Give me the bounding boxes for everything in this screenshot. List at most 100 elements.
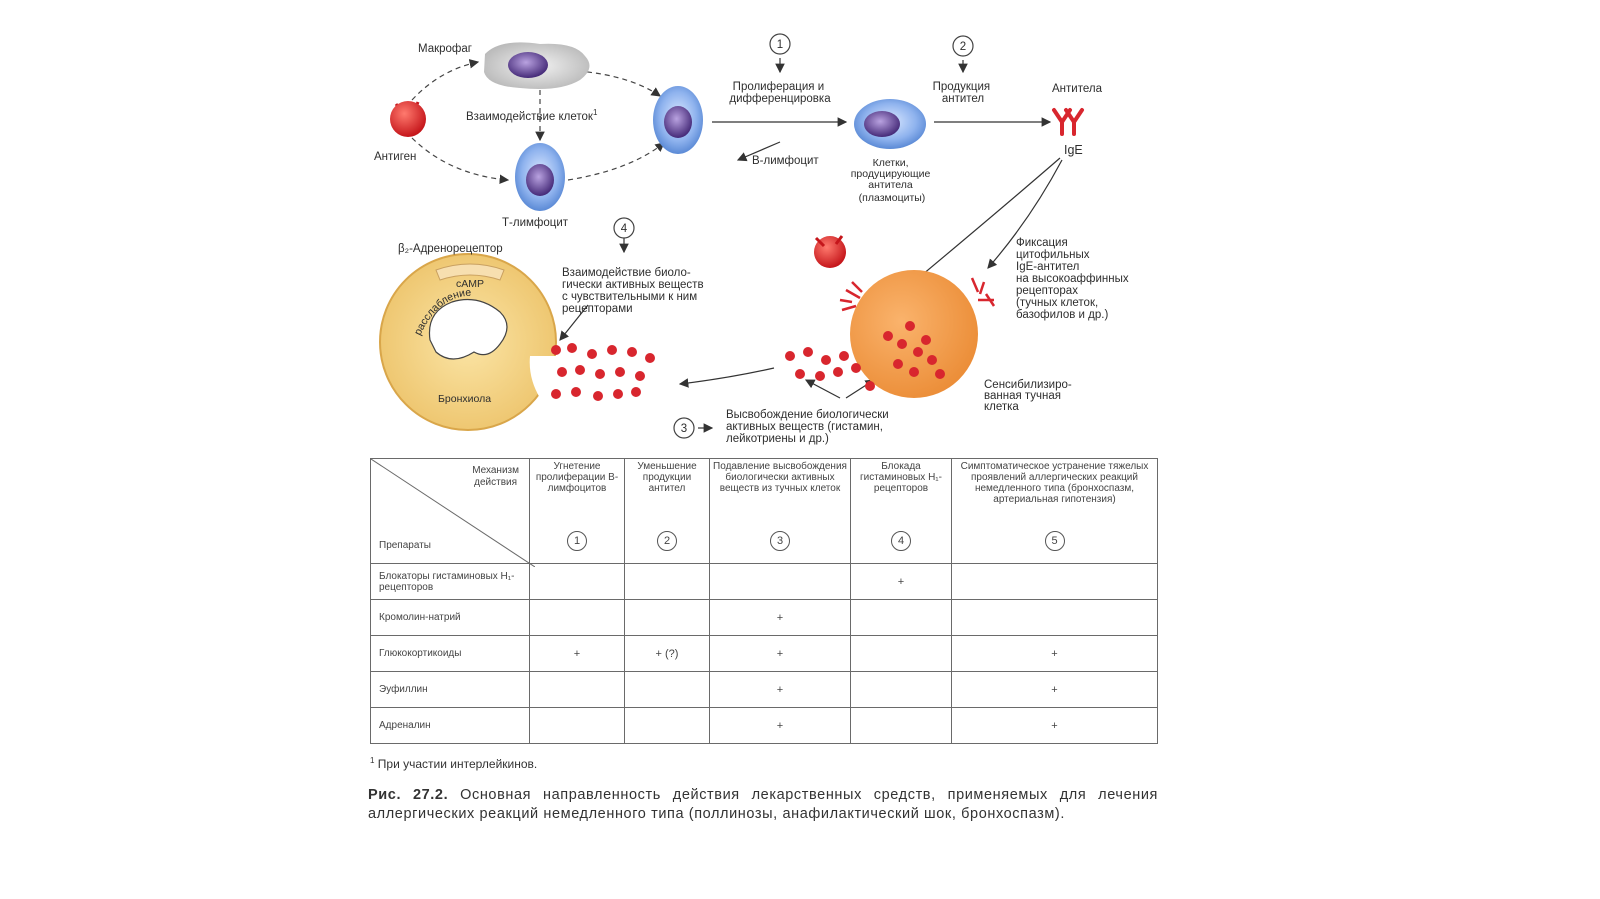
granule-dot: [815, 371, 825, 381]
mechanism-header-line: Механизм: [472, 465, 519, 476]
table-cell: +: [709, 707, 851, 744]
column-header-4: Блокада гистаминовых Н₁-рецепторов 4: [850, 458, 952, 564]
granule-dot: [551, 389, 561, 399]
granule-dot: [883, 331, 893, 341]
granule-dot: [785, 351, 795, 361]
granule-dot: [615, 367, 625, 377]
caption-label: Рис. 27.2.: [368, 787, 449, 803]
table-cell: [529, 707, 625, 744]
column-header-label: Симптоматическое устранение тяжелых проя…: [960, 461, 1149, 505]
ige-fixation-label: Фиксация цитофильных IgE-антител на высо…: [1016, 237, 1132, 321]
granule-dot: [595, 369, 605, 379]
table-cell: [624, 707, 710, 744]
bas-release-label: Высвобождение биологически активных веще…: [726, 409, 892, 445]
table-cell: +: [850, 563, 952, 600]
table-row: Эуфиллин + +: [370, 671, 1158, 708]
granule-dot: [839, 351, 849, 361]
granules: [551, 321, 945, 401]
drugs-header: Препараты: [379, 540, 431, 551]
plasma-cell: [854, 99, 926, 149]
step-marker-4: [613, 217, 635, 239]
bronchiole: [379, 253, 560, 431]
table-cell: [850, 707, 952, 744]
plasma-cells-label: Клетки, продуцирующие антитела (плазмоци…: [851, 157, 934, 204]
footnote: 1 При участии интерлейкинов.: [370, 756, 537, 771]
granule-dot: [803, 347, 813, 357]
granule-dot: [909, 367, 919, 377]
granule-dot: [921, 335, 931, 345]
table-cell: +: [951, 671, 1158, 708]
table-corner-cell: Механизм действия Препараты: [370, 458, 535, 567]
column-header-label: Блокада гистаминовых Н₁-рецепторов: [859, 461, 942, 494]
drug-name: Адреналин: [370, 707, 530, 744]
column-number-4: 4: [891, 531, 911, 551]
table-cell: [850, 635, 952, 672]
drug-name: Эуфиллин: [370, 671, 530, 708]
sensitized-mast-cell: [814, 235, 996, 398]
granule-dot: [607, 345, 617, 355]
column-header-label: Уменьшение продукции антител: [637, 461, 697, 494]
granule-dot: [593, 391, 603, 401]
column-number-2: 2: [657, 531, 677, 551]
table-cell: [951, 599, 1158, 636]
column-number-1: 1: [567, 531, 587, 551]
column-header-3: Подавление высвобождения биологически ак…: [709, 458, 851, 564]
beta-receptor-label: β₂-Адренорецептор: [398, 243, 503, 255]
column-header-1: Угнетение пролиферации В-лимфоцитов 1: [529, 458, 625, 564]
granule-dot: [851, 363, 861, 373]
table-row: Кромолин-натрий +: [370, 599, 1158, 636]
table-body: Блокаторы гистаминовых Н₁-рецепторов + К…: [370, 563, 1158, 744]
granule-dot: [795, 369, 805, 379]
macrophage: [484, 42, 590, 89]
column-header-label: Угнетение пролиферации В-лимфоцитов: [535, 461, 619, 494]
immune-diagram: 1 2 4 3 Макрофаг Антиген Взаимодействие …: [374, 33, 1132, 445]
figure-caption: Рис. 27.2. Основная направленность дейст…: [368, 786, 1158, 824]
granule-dot: [557, 367, 567, 377]
table-cell: [951, 563, 1158, 600]
antibody-icon: [1052, 108, 1084, 136]
mechanism-header-line: действия: [474, 477, 518, 488]
drug-name: Глюкокортикоиды: [370, 635, 530, 672]
granule-dot: [571, 387, 581, 397]
table-cell: [624, 671, 710, 708]
table-row: Адреналин + +: [370, 707, 1158, 744]
table-cell: [850, 671, 952, 708]
step-num-1: 1: [777, 39, 783, 51]
camp-label: cAMP: [456, 278, 484, 290]
table-cell: [529, 563, 625, 600]
column-header-label: Подавление высвобождения биологически ак…: [713, 461, 847, 494]
granule-dot: [587, 349, 597, 359]
b-lymphocyte: [653, 86, 703, 154]
granule-dot: [935, 369, 945, 379]
bas-interaction-label: Взаимодействие биоло- гически активных в…: [562, 267, 707, 315]
granule-dot: [631, 387, 641, 397]
table-row: Глюкокортикоиды + + (?) + +: [370, 635, 1158, 672]
drug-name: Кромолин-натрий: [370, 599, 530, 636]
table-cell: [850, 599, 952, 636]
column-header-5: Симптоматическое устранение тяжелых проя…: [951, 458, 1158, 564]
b-lymphocyte-label: В-лимфоцит: [752, 155, 819, 167]
antibody-production-label: Продукция антител: [933, 81, 994, 105]
table-cell: +: [951, 707, 1158, 744]
table-cell: [709, 563, 851, 600]
table-cell: +: [529, 635, 625, 672]
step-num-2: 2: [960, 41, 966, 53]
antibodies-label: Антитела: [1052, 83, 1103, 95]
granule-dot: [613, 389, 623, 399]
step-marker-2: [952, 35, 974, 57]
bronchiole-label: Бронхиола: [438, 393, 491, 405]
table-cell: +: [709, 671, 851, 708]
t-lymphocyte-label: Т-лимфоцит: [502, 217, 569, 229]
mechanism-header: Механизм действия: [472, 465, 519, 489]
step-marker-1: [769, 33, 791, 55]
step-num-3: 3: [681, 423, 687, 435]
ige-label: IgE: [1064, 143, 1083, 157]
step-num-4: 4: [621, 223, 628, 235]
granule-dot: [913, 347, 923, 357]
t-lymphocyte: [515, 143, 565, 211]
column-number-3: 3: [770, 531, 790, 551]
table-cell: [624, 563, 710, 600]
proliferation-label: Пролиферация и дифференцировка: [729, 81, 831, 105]
table-row: Блокаторы гистаминовых Н₁-рецепторов +: [370, 563, 1158, 600]
step-marker-3: [673, 417, 695, 439]
